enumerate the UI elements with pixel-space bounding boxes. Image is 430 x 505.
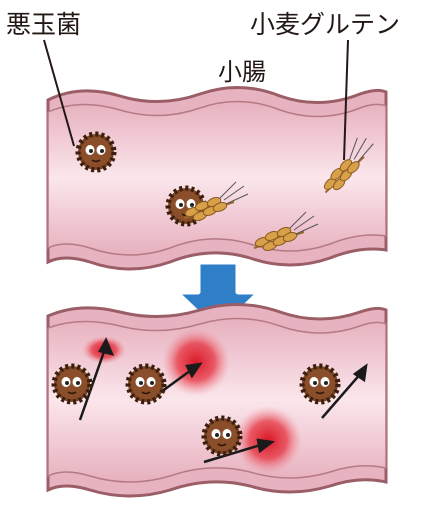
bad-bacteria-icon	[128, 366, 164, 402]
small-intestine-bottom	[48, 304, 386, 496]
bad-bacteria-icon	[78, 134, 114, 170]
bad-bacteria-icon	[54, 366, 90, 402]
bad-bacteria-icon	[302, 366, 338, 402]
bad-bacteria-icon	[204, 418, 240, 454]
